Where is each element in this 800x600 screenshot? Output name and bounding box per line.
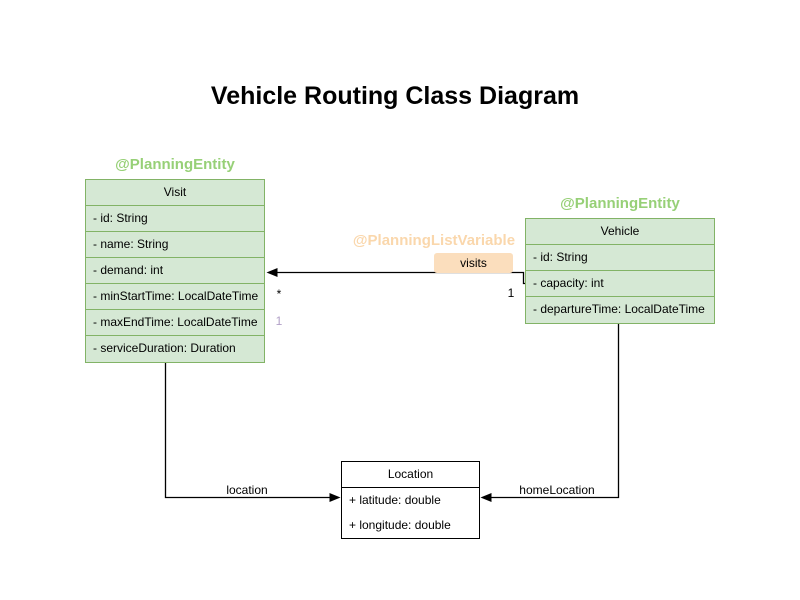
vehicle-planning-entity-annotation: @PlanningEntity (560, 195, 680, 212)
class-location-title: Location (342, 462, 479, 488)
visit-attr-demand: - demand: int (86, 258, 264, 284)
location-attr-latitude: + latitude: double (349, 493, 441, 507)
vehicle-attr-capacity: - capacity: int (526, 271, 714, 297)
location-association-arrow (164, 361, 341, 502)
visit-attr-id: - id: String (86, 206, 264, 232)
visit-planning-entity-annotation: @PlanningEntity (115, 156, 235, 173)
visit-attr-max-end-time: - maxEndTime: LocalDateTime (86, 310, 264, 336)
visit-attr-service-duration: - serviceDuration: Duration (93, 341, 236, 355)
location-attr-longitude: + longitude: double (349, 518, 451, 532)
location-edge-line (164, 361, 330, 499)
visits-multiplicity-extra: 1 (275, 314, 283, 328)
location-arrowhead-icon (329, 493, 341, 502)
visits-arrowhead-icon (266, 268, 278, 277)
class-vehicle: Vehicle - id: String - capacity: int - d… (525, 218, 715, 324)
visit-attr-min-start-time: - minStartTime: LocalDateTime (86, 284, 264, 310)
home-location-association-arrow (480, 322, 620, 502)
location-edge-label: location (226, 483, 268, 497)
visit-attr-name: - name: String (86, 232, 264, 258)
class-visit: Visit - id: String - name: String - dema… (85, 179, 265, 363)
visits-edge-label: visits (434, 253, 513, 273)
home-location-arrowhead-icon (480, 493, 492, 502)
class-location: Location + latitude: double + longitude:… (341, 461, 480, 539)
vehicle-attr-id: - id: String (526, 245, 714, 271)
home-location-edge-line (491, 322, 620, 499)
class-visit-title: Visit (86, 180, 264, 206)
visits-multiplicity-source: 1 (507, 286, 515, 300)
visits-multiplicity-target: * (276, 287, 282, 301)
visits-edge-line (277, 271, 526, 285)
planning-list-variable-annotation: @PlanningListVariable (352, 232, 516, 249)
class-vehicle-title: Vehicle (526, 219, 714, 245)
diagram-title: Vehicle Routing Class Diagram (210, 82, 580, 110)
home-location-edge-label: homeLocation (519, 483, 595, 497)
vehicle-attr-departure-time: - departureTime: LocalDateTime (533, 302, 705, 316)
